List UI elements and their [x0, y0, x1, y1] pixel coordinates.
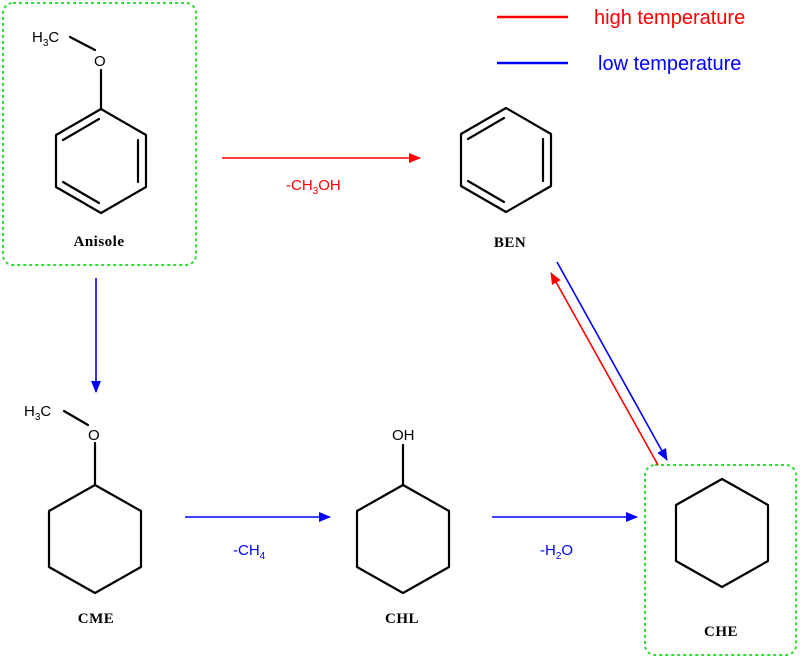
legend-low-label: low temperature — [598, 53, 741, 75]
anisole-structure: O H3C Anisole — [32, 29, 148, 250]
che-structure: CHE — [674, 477, 770, 640]
cme-structure: O H3C CME — [24, 403, 143, 627]
che-highlight-box — [644, 464, 797, 656]
cme-name: CME — [78, 611, 115, 627]
anisole-oxygen: O — [94, 53, 106, 70]
condition-chl-to-che: -H2O — [540, 542, 573, 562]
anisole-methyl: H3C — [32, 29, 59, 49]
arrow-che-to-ben — [550, 272, 659, 466]
arrow-ben-to-che — [556, 261, 668, 461]
ben-name: BEN — [494, 235, 526, 251]
che-name: CHE — [704, 624, 738, 640]
chl-name: CHL — [385, 611, 419, 627]
anisole-name: Anisole — [73, 234, 124, 250]
legend: high temperature low temperature — [497, 7, 745, 75]
cme-oxygen: O — [88, 427, 100, 444]
legend-high-label: high temperature — [594, 7, 745, 29]
cme-methyl: H3C — [24, 403, 51, 423]
chl-hydroxyl: OH — [392, 427, 415, 444]
chl-structure: OH CHL — [355, 427, 451, 627]
condition-cme-to-chl: -CH4 — [233, 542, 266, 562]
condition-anisole-to-ben: -CH3OH — [286, 177, 341, 197]
ben-structure: BEN — [459, 106, 553, 251]
anisole-highlight-box — [2, 2, 197, 266]
